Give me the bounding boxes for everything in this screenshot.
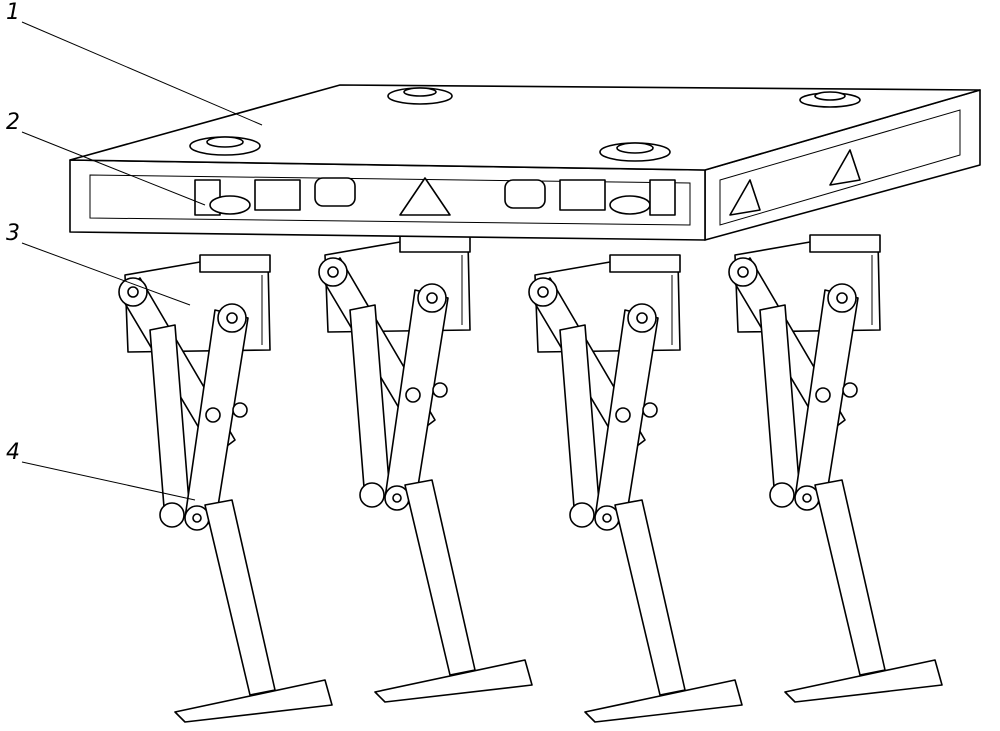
part-label-1: 1	[6, 0, 20, 25]
leader-line-4	[21, 461, 196, 501]
body-platform	[69, 84, 981, 241]
leg-rear-left	[318, 234, 533, 703]
part-label-3: 3	[6, 221, 20, 246]
leg-front-left	[118, 254, 333, 723]
part-label-4: 4	[6, 440, 20, 465]
leader-line-1	[21, 21, 263, 126]
leg-front-right	[528, 254, 743, 723]
part-label-2: 2	[6, 110, 20, 135]
drive-motor-assembly	[194, 177, 676, 216]
leader-line-2	[21, 131, 206, 206]
leader-line-3	[21, 242, 191, 306]
leg-rear-right	[728, 234, 943, 703]
